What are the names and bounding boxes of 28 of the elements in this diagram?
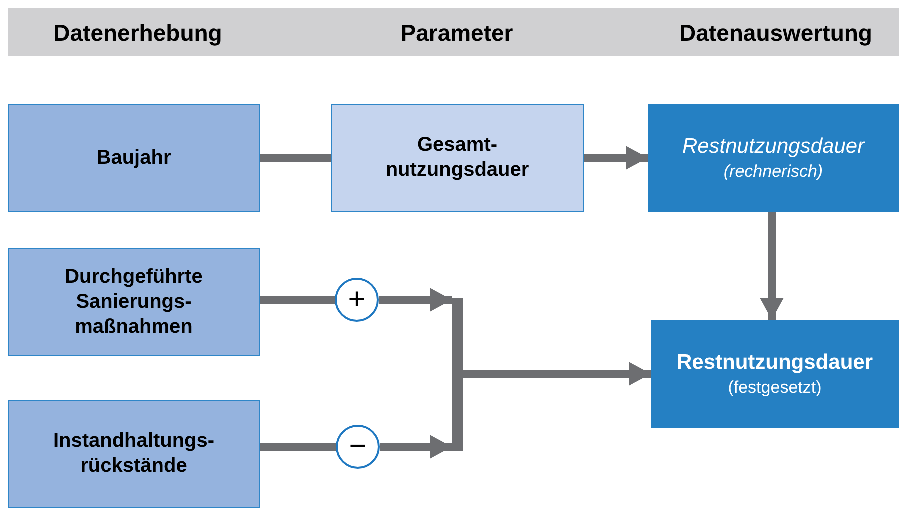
operator-sign: − bbox=[349, 432, 367, 462]
process-box bbox=[8, 248, 260, 356]
box-title: Instandhaltungs- rückstände bbox=[52, 429, 216, 479]
operator-sign: + bbox=[348, 285, 366, 315]
process-box bbox=[331, 104, 584, 212]
process-box bbox=[8, 400, 260, 508]
arrow bbox=[584, 146, 648, 170]
arrow bbox=[760, 212, 784, 320]
column-heading: Datenerhebung bbox=[54, 19, 222, 48]
connector-line bbox=[260, 154, 331, 162]
column-heading: Parameter bbox=[400, 19, 514, 48]
box-subtitle: (festgesetzt) bbox=[727, 376, 823, 398]
arrow bbox=[380, 435, 452, 459]
box-title: Gesamt- nutzungsdauer bbox=[384, 133, 530, 183]
junction-bar bbox=[452, 298, 463, 451]
box-title: Durchgeführte Sanierungs- maßnahmen bbox=[64, 264, 204, 340]
connector-line bbox=[260, 296, 335, 304]
arrow bbox=[463, 362, 651, 386]
result-box bbox=[648, 104, 899, 212]
column-heading: Datenauswertung bbox=[680, 19, 872, 48]
process-box bbox=[8, 104, 260, 212]
arrow bbox=[379, 288, 452, 312]
box-subtitle: (rechnerisch) bbox=[722, 160, 824, 182]
connector-line bbox=[260, 443, 336, 451]
box-title: Restnutzungsdauer bbox=[681, 134, 866, 160]
result-box bbox=[651, 320, 899, 428]
box-title: Restnutzungsdauer bbox=[676, 350, 874, 376]
box-title: Baujahr bbox=[96, 146, 172, 170]
